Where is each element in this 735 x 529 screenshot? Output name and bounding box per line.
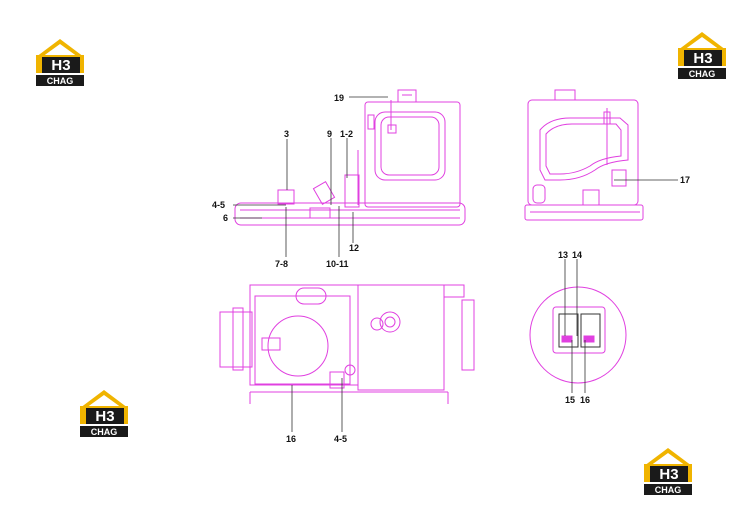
callout-16-bottom: 16 bbox=[286, 434, 297, 444]
plan-view bbox=[219, 284, 475, 404]
logo-brand: CHAG bbox=[91, 427, 118, 437]
chag-logo-bottom-left: H3 CHAG bbox=[76, 386, 132, 438]
leader-lines bbox=[233, 96, 678, 432]
logo-brand: CHAG bbox=[689, 69, 716, 79]
logo-brand: CHAG bbox=[655, 485, 682, 495]
callout-3: 3 bbox=[284, 129, 290, 139]
logo-mark: H3 bbox=[659, 466, 678, 483]
callout-19: 19 bbox=[334, 93, 345, 103]
logo-mark: H3 bbox=[693, 50, 712, 67]
callout-17: 17 bbox=[680, 175, 691, 185]
switch-detail bbox=[529, 286, 627, 384]
logo-mark: H3 bbox=[51, 57, 70, 74]
callout-10-11: 10-11 bbox=[326, 259, 349, 269]
callout-13: 13 bbox=[558, 250, 569, 260]
callout-16-right: 16 bbox=[580, 395, 591, 405]
callout-4-5-bottom: 4-5 bbox=[334, 434, 348, 444]
callout-15: 15 bbox=[565, 395, 576, 405]
callout-9: 9 bbox=[327, 129, 333, 139]
callout-12: 12 bbox=[349, 243, 360, 253]
logo-mark: H3 bbox=[95, 408, 114, 425]
callout-14: 14 bbox=[572, 250, 583, 260]
callout-1-2: 1-2 bbox=[340, 129, 354, 139]
chag-logo-top-left: H3 CHAG bbox=[32, 35, 88, 87]
callout-6: 6 bbox=[223, 213, 229, 223]
chag-logo-bottom-right: H3 CHAG bbox=[640, 444, 696, 496]
callout-4-5-top: 4-5 bbox=[212, 200, 226, 210]
end-view bbox=[524, 89, 644, 221]
chag-logo-top-right: H3 CHAG bbox=[674, 28, 730, 80]
callout-7-8: 7-8 bbox=[275, 259, 289, 269]
side-view bbox=[234, 89, 466, 226]
logo-brand: CHAG bbox=[47, 76, 74, 86]
